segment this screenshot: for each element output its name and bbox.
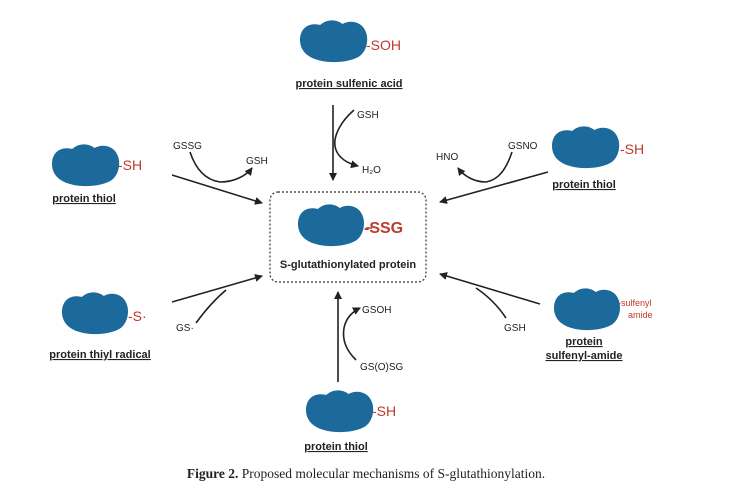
lower-right-label-line1: protein [565,336,603,348]
caption-text: Proposed molecular mechanisms of S-gluta… [241,466,546,481]
lower-right-arrow [439,272,541,305]
lower-right-side-arrow [475,287,507,319]
upper-right-group: -SH [620,141,644,157]
lower-left-arrow [171,274,263,303]
caption-prefix: Figure 2. [186,466,239,481]
lower-left-label: protein thiyl radical [49,349,150,361]
lower-right-group-line2: amide [628,310,653,320]
top-protein-icon [300,20,368,63]
upper-right-side-arrow [457,151,513,183]
top-reagent-out: H₂O [362,165,381,176]
upper-left-reagent-out: GSH [246,156,268,167]
upper-left-group: -SH [118,157,142,173]
bottom-reagent-out: GS(O)SG [360,362,404,373]
top-group: -SOH [366,37,401,53]
top-reagent-in: GSH [357,110,379,121]
bottom-protein-icon [306,390,374,433]
lower-left-group: -S· [128,308,147,324]
lower-left-side-arrow [195,289,227,324]
lower-right-group-line1: -sulfenyl [618,298,652,308]
upper-left-arrow [171,174,263,205]
top-side-arrow [334,109,359,169]
upper-left-side-arrow [189,151,253,183]
upper-right-label: protein thiol [552,179,616,191]
lower-right-label-line2: sulfenyl-amide [545,350,622,362]
center-group: -SSG [364,220,403,237]
top-label: protein sulfenic acid [296,78,403,90]
lower-left-protein-icon [62,292,128,335]
upper-left-label: protein thiol [52,193,116,205]
center-protein-icon [298,204,364,247]
upper-right-reagent-in: GSNO [508,141,538,152]
upper-left-protein-icon [52,144,120,187]
bottom-side-arrow [342,307,361,361]
bottom-group: -SH [372,403,396,419]
upper-right-reagent-out: HNO [436,152,458,163]
upper-right-arrow [439,171,549,204]
figure-caption: Figure 2. Proposed molecular mechanisms … [0,466,732,482]
bottom-reagent-in: GSOH [362,305,391,316]
center-label: S-glutathionylated protein [280,259,417,271]
upper-right-protein-icon [552,126,620,169]
center-box [269,191,427,283]
lower-right-reagent-in: GSH [504,323,526,334]
lower-left-reagent-in: GS· [176,323,194,334]
bottom-label: protein thiol [304,441,368,453]
lower-right-protein-icon [554,288,620,331]
upper-left-reagent-in: GSSG [173,141,202,152]
